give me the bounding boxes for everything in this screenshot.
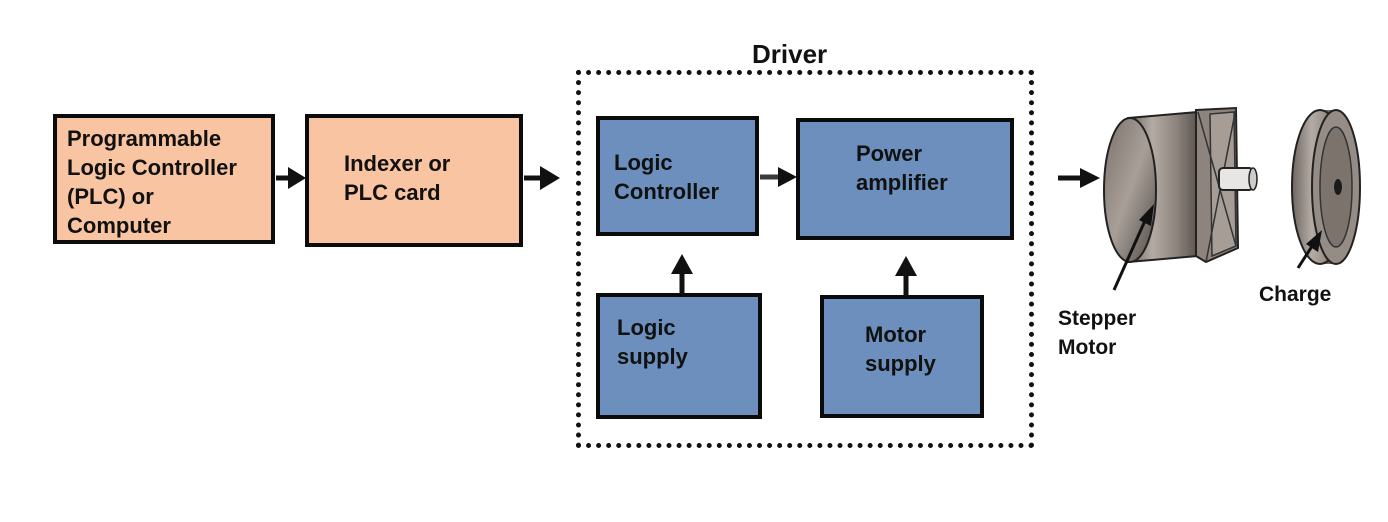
load-disc-icon	[1291, 109, 1361, 269]
power-amplifier-label: Power amplifier	[856, 141, 948, 195]
driver-title: Driver	[752, 39, 828, 69]
stepper-motor-label: Stepper Motor	[1058, 307, 1137, 359]
logic-supply-block: Logic supply	[596, 293, 762, 419]
plc-block: Programmable Logic Controller (PLC) or C…	[53, 114, 275, 244]
arrow-plc-to-indexer	[276, 167, 306, 189]
charge-label: Charge	[1259, 283, 1332, 306]
arrow-logic-to-power	[760, 167, 797, 187]
arrow-motor-supply-up	[895, 256, 917, 296]
arrow-logic-supply-up	[671, 254, 693, 294]
arrow-driver-to-motor	[1058, 168, 1100, 188]
indexer-label: Indexer or PLC card	[344, 151, 451, 205]
power-amplifier-block: Power amplifier	[796, 118, 1014, 240]
stepper-motor-icon	[1103, 106, 1258, 291]
driver-boundary	[576, 70, 1034, 448]
indexer-block: Indexer or PLC card	[305, 114, 523, 247]
logic-supply-label: Logic supply	[617, 315, 688, 369]
motor-supply-block: Motor supply	[820, 295, 984, 418]
arrow-indexer-to-driver	[524, 166, 560, 190]
logic-controller-block: Logic Controller	[596, 116, 759, 236]
logic-controller-label: Logic Controller	[614, 150, 720, 204]
motor-supply-label: Motor supply	[865, 322, 936, 376]
plc-label: Programmable Logic Controller (PLC) or C…	[67, 126, 237, 238]
